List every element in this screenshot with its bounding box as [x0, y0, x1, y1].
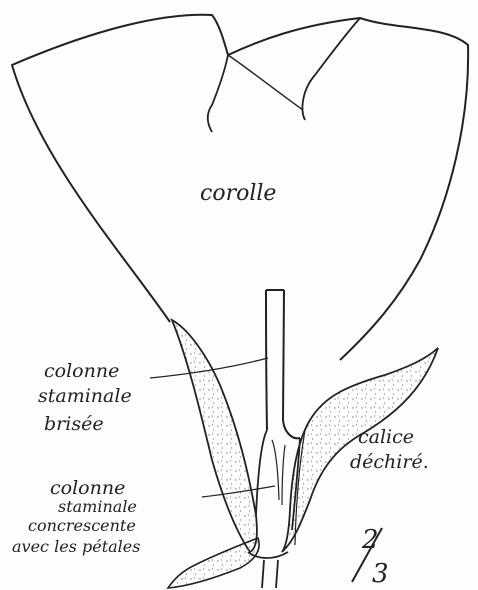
label-calyx-line1: calice	[358, 426, 414, 448]
label-fused-column-line2: staminale	[58, 497, 137, 516]
torn-sepal-fragment	[168, 538, 259, 588]
scale-numerator: 2	[361, 525, 379, 555]
label-broken-column-line3: brisée	[44, 413, 104, 435]
corolla-fold-left	[208, 55, 228, 132]
corolla-fold-rim	[228, 55, 303, 110]
label-fused-column-line4: avec les pétales	[12, 537, 140, 556]
label-calyx-line2: déchiré.	[350, 451, 429, 473]
scale-denominator: 3	[372, 559, 389, 589]
calyx-right-sepal	[282, 348, 438, 552]
staminal-column-inner	[272, 440, 285, 505]
label-broken-column-line2: staminale	[38, 385, 132, 407]
label-fused-column-line1: colonne	[50, 477, 125, 499]
calyx-left-sepal	[172, 320, 257, 552]
corolla-fold-right	[302, 18, 360, 120]
label-broken-column-line1: colonne	[44, 360, 119, 382]
label-fused-column-line3: concrescente	[28, 516, 136, 535]
pedicel	[262, 560, 278, 588]
staminal-column-broken	[266, 290, 300, 438]
label-corolla: corolle	[200, 181, 276, 206]
